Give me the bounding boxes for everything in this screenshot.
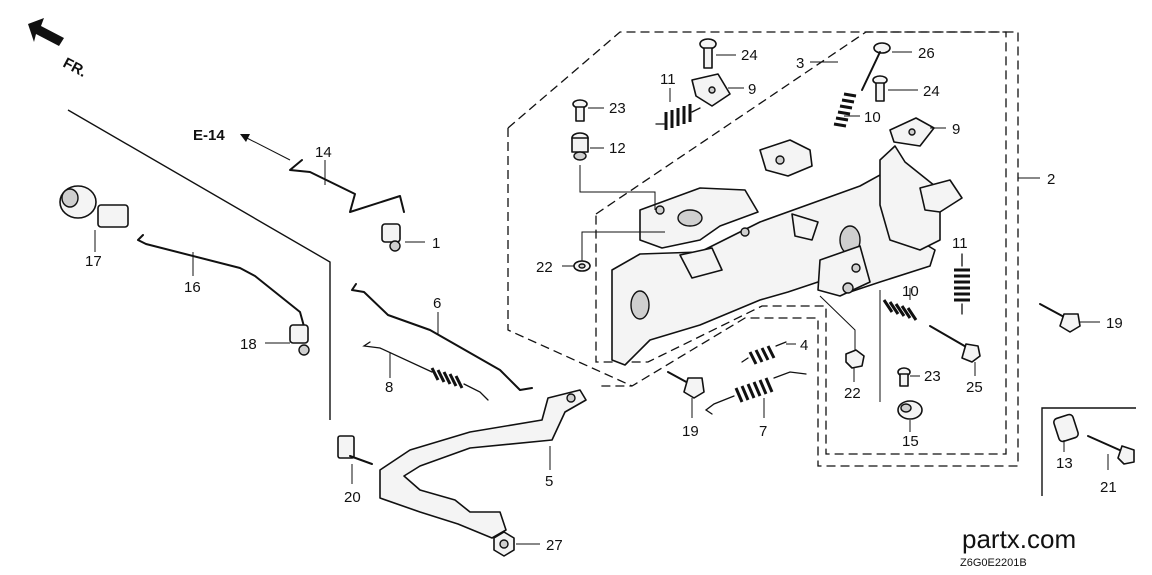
clamp-part-9-top (691, 73, 744, 107)
callout-8: 8 (385, 379, 393, 396)
spring-part-10-top (833, 92, 860, 128)
callout-11-right: 11 (952, 235, 968, 252)
inset-frame (1041, 407, 1136, 496)
group-divider-line (67, 109, 331, 420)
reference-label: E-14 (193, 127, 225, 144)
assembly-frame-3 (507, 128, 633, 387)
callout-16: 16 (184, 279, 201, 296)
callout-2: 2 (1047, 171, 1055, 188)
callout-7: 7 (759, 423, 767, 440)
bolt-part-19-right (1039, 303, 1100, 333)
bolt-part-20 (337, 435, 373, 484)
reference-e14: E-14 (193, 127, 291, 161)
callout-9-right: 9 (952, 121, 960, 138)
direction-label: FR. (60, 55, 89, 81)
bolt-part-19-left (667, 371, 705, 418)
washer-part-22-left (562, 260, 591, 272)
rod-part-6 (351, 283, 533, 391)
callout-25: 25 (966, 379, 983, 396)
screw-part-23-right (897, 367, 920, 387)
callout-10-top: 10 (864, 109, 881, 126)
leader-22b-bracket (819, 295, 856, 355)
rod-part-16 (137, 234, 306, 331)
callout-15: 15 (902, 433, 919, 450)
clamp-part-9-right (889, 117, 946, 147)
clip-part-1 (381, 223, 425, 252)
spring-part-11-right (954, 253, 970, 315)
nut-part-27 (493, 531, 540, 557)
callout-labels: 1 2 3 4 5 6 7 8 9 9 10 10 11 11 12 13 14… (85, 45, 1123, 554)
diagram-code: Z6G0E2201B (960, 557, 1027, 569)
callout-23-right: 23 (924, 368, 941, 385)
assembly-frame-2 (507, 31, 1019, 467)
callout-18: 18 (240, 336, 257, 353)
leader-12-bracket (579, 165, 656, 210)
collar-part-15 (897, 400, 923, 432)
callout-10-right: 10 (902, 283, 919, 300)
bracket-assembly (611, 139, 963, 366)
spring-part-4 (741, 341, 796, 365)
screw-part-24-right (872, 75, 918, 102)
callout-22-left: 22 (536, 259, 553, 276)
spring-part-10-right (882, 288, 918, 321)
callout-19-right: 19 (1106, 315, 1123, 332)
watermark-text: partx.com (962, 524, 1076, 554)
screw-part-24-top (699, 38, 736, 69)
callout-19-left: 19 (682, 423, 699, 440)
leader-22-bracket (581, 231, 665, 262)
bolt-part-21 (1087, 435, 1135, 470)
callout-24-right: 24 (923, 83, 940, 100)
callout-12: 12 (609, 140, 626, 157)
clip-part-18 (265, 324, 310, 356)
front-direction-arrow: FR. (28, 18, 89, 81)
knob-part-17 (59, 185, 129, 252)
callout-5: 5 (545, 473, 553, 490)
callout-27: 27 (546, 537, 563, 554)
spring-part-11-top (655, 88, 701, 130)
callout-11-top: 11 (660, 71, 676, 88)
callout-6: 6 (433, 295, 441, 312)
callout-17: 17 (85, 253, 102, 270)
callout-13: 13 (1056, 455, 1073, 472)
rod-part-14 (289, 159, 405, 213)
callout-3: 3 (796, 55, 804, 72)
callout-21: 21 (1100, 479, 1117, 496)
screw-part-23-top (572, 99, 604, 122)
callout-23-top: 23 (609, 100, 626, 117)
callout-4: 4 (800, 337, 808, 354)
bolt-part-25 (929, 325, 981, 376)
callout-20: 20 (344, 489, 361, 506)
washer-part-22-center (845, 349, 865, 382)
lever-part-5 (379, 389, 587, 539)
bolt-part-26 (861, 42, 912, 91)
callout-14: 14 (315, 144, 332, 161)
callout-1: 1 (432, 235, 440, 252)
callout-24-top: 24 (741, 47, 758, 64)
collar-part-13 (1053, 413, 1079, 452)
spring-rod-part-8 (362, 341, 489, 401)
callout-26: 26 (918, 45, 935, 62)
collar-part-12 (571, 132, 604, 161)
callout-9-top: 9 (748, 81, 756, 98)
spring-part-7 (704, 371, 807, 418)
callout-22-center: 22 (844, 385, 861, 402)
